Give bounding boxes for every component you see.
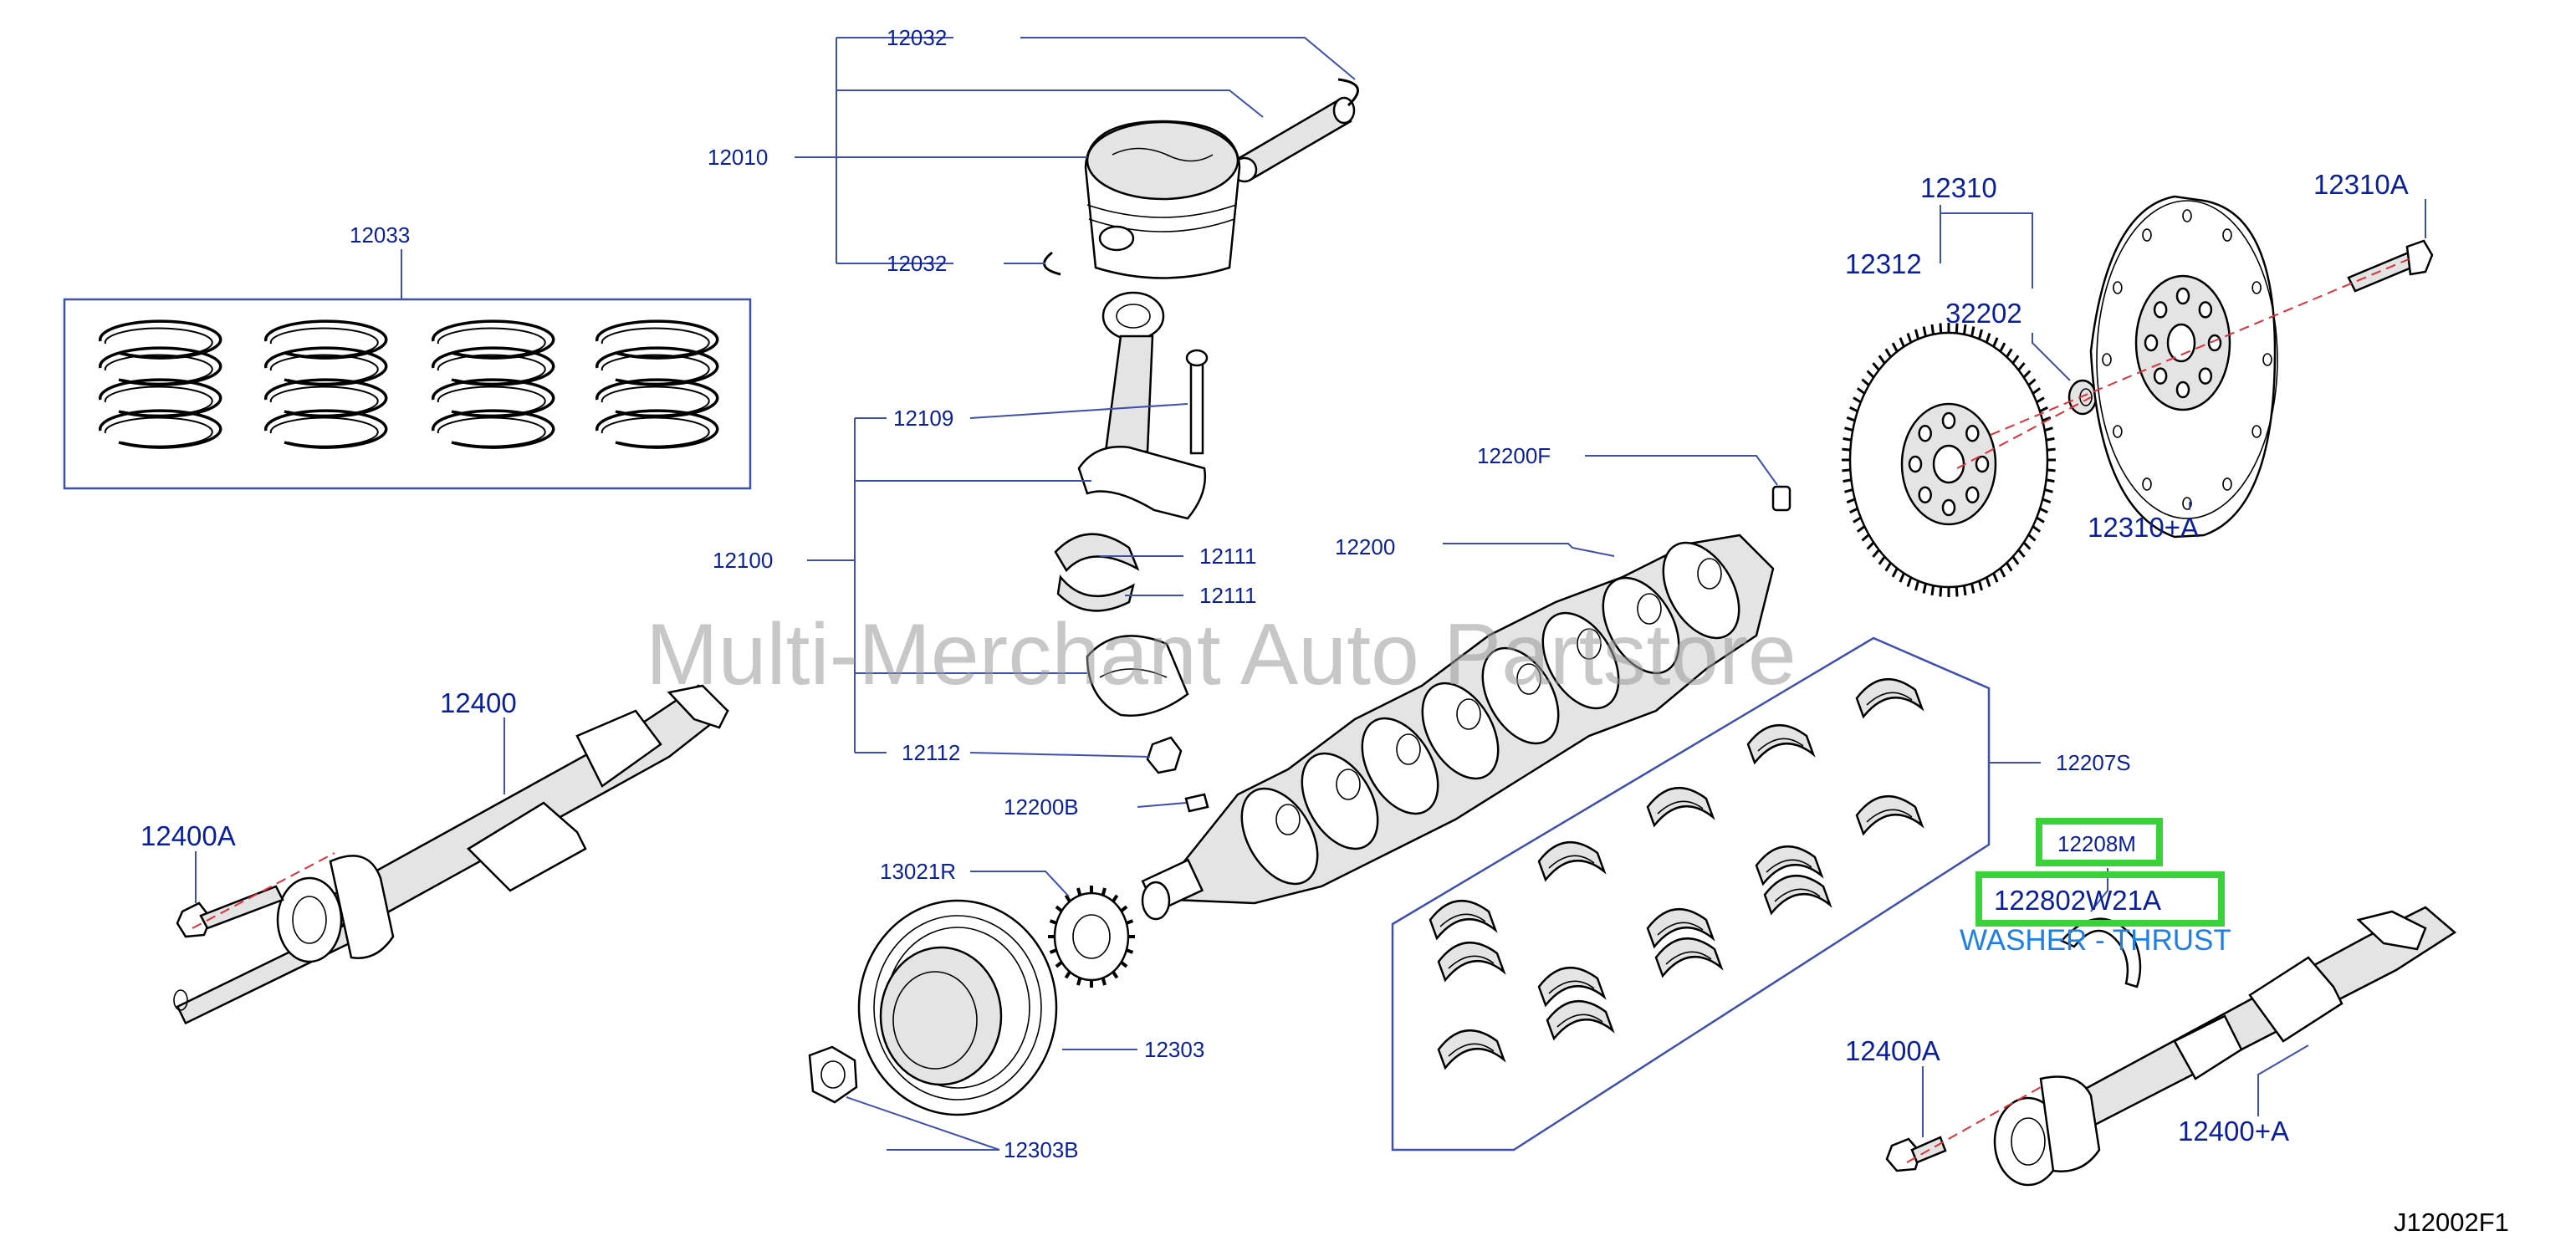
flywheel-bolt-12310A[interactable]	[2347, 239, 2434, 293]
thrust-washer-122802W21A[interactable]	[2059, 917, 2142, 988]
balancer-gear-right[interactable]	[1993, 1075, 2101, 1187]
label-12111-b[interactable]: 12111	[1199, 583, 1256, 608]
ring-gear-plate-12312[interactable]	[1842, 323, 2056, 597]
balancer-bolt-12400A-right[interactable]	[1885, 1136, 1947, 1172]
woodruff-key-12200B[interactable]	[1184, 793, 1209, 813]
connecting-rod-12100[interactable]	[1077, 291, 1206, 520]
label-12310-plus-A[interactable]: 12310+A	[2088, 512, 2199, 543]
flywheel-12310[interactable]	[2089, 195, 2278, 539]
ring-stack	[98, 319, 222, 449]
crankshaft-12200[interactable]	[1141, 529, 1775, 921]
balancer-shaft-12400-plus-A[interactable]	[2055, 906, 2457, 1131]
label-12400A-left[interactable]: 12400A	[141, 820, 236, 851]
highlight-box-12208M	[2036, 818, 2163, 866]
part-labels: 12032 12010 12032 12033 12109 12100 1211…	[141, 25, 2409, 1162]
ring-stack	[595, 319, 719, 449]
ring-stack	[263, 319, 388, 449]
label-32202[interactable]: 32202	[1945, 298, 2022, 329]
label-12400A-right[interactable]: 12400A	[1845, 1035, 1940, 1066]
label-12310[interactable]: 12310	[1920, 172, 1997, 203]
leader-lines	[195, 37, 2426, 1151]
label-12303B[interactable]: 12303B	[1004, 1137, 1079, 1162]
highlight-box-122802W21A	[1975, 871, 2225, 927]
highlighted-part-description: WASHER - THRUST	[1960, 924, 2231, 957]
label-12310A[interactable]: 12310A	[2313, 169, 2409, 200]
label-12112[interactable]: 12112	[902, 740, 960, 765]
rod-bearing-lower-12111[interactable]	[1056, 574, 1135, 612]
label-12032-bottom[interactable]: 12032	[887, 251, 947, 276]
right-balancer-axis	[1906, 1086, 2042, 1163]
label-12109[interactable]: 12109	[893, 406, 953, 431]
main-bearing-set-12207S[interactable]	[1391, 636, 1991, 1152]
balancer-gear-left[interactable]	[276, 855, 395, 963]
label-12400-plus-A[interactable]: 12400+A	[2178, 1116, 2289, 1147]
rod-bearing-upper-12111[interactable]	[1054, 533, 1140, 573]
watermark: Multi-Merchant Auto Partstore	[646, 606, 1797, 703]
flywheel-axis-line	[1990, 258, 2410, 436]
diagram-code: J12002F1	[2394, 1208, 2509, 1237]
label-12303[interactable]: 12303	[1144, 1037, 1204, 1062]
label-12200B[interactable]: 12200B	[1004, 794, 1079, 820]
snap-ring-12032-bottom[interactable]	[1043, 251, 1061, 276]
crank-pulley-bolt-12303B[interactable]	[808, 1045, 858, 1104]
label-12200[interactable]: 12200	[1335, 534, 1395, 559]
label-13021R[interactable]: 13021R	[880, 859, 956, 884]
rod-cap-12100[interactable]	[1086, 635, 1189, 717]
rod-bolt-12109[interactable]	[1185, 349, 1209, 455]
label-12400[interactable]: 12400	[440, 687, 517, 718]
label-12312[interactable]: 12312	[1845, 248, 1922, 279]
label-12208M[interactable]: 12208M	[2057, 831, 2136, 856]
label-12207S[interactable]: 12207S	[2056, 750, 2131, 775]
balancer-shaft-12400[interactable]	[173, 684, 729, 1025]
piston-12010[interactable]	[1084, 120, 1241, 279]
balancer-bolt-12400A-left[interactable]	[176, 885, 284, 938]
pilot-bushing-32202[interactable]	[2067, 379, 2098, 416]
pilot-bushing-12200F[interactable]	[1771, 485, 1791, 512]
highlighted-part-number[interactable]: 122802W21A	[1994, 885, 2161, 916]
crank-pulley-12303[interactable]	[857, 899, 1058, 1116]
label-12032-top[interactable]: 12032	[887, 25, 947, 50]
label-12033[interactable]: 12033	[350, 222, 410, 248]
rod-nut-12112[interactable]	[1146, 736, 1183, 774]
ring-stack	[431, 319, 555, 449]
ring-gear-axis-line	[1956, 396, 2092, 469]
label-12100[interactable]: 12100	[713, 548, 773, 573]
piston-ring-set-12033[interactable]	[63, 298, 752, 490]
label-12111-a[interactable]: 12111	[1199, 544, 1256, 569]
label-12200F[interactable]: 12200F	[1477, 443, 1551, 468]
left-balancer-axis	[192, 852, 335, 929]
piston-pin-12032[interactable]	[1231, 96, 1356, 183]
label-12010[interactable]: 12010	[708, 145, 768, 170]
crank-sprocket-13021R[interactable]	[1048, 886, 1135, 988]
snap-ring-12032-top[interactable]	[1337, 78, 1359, 107]
